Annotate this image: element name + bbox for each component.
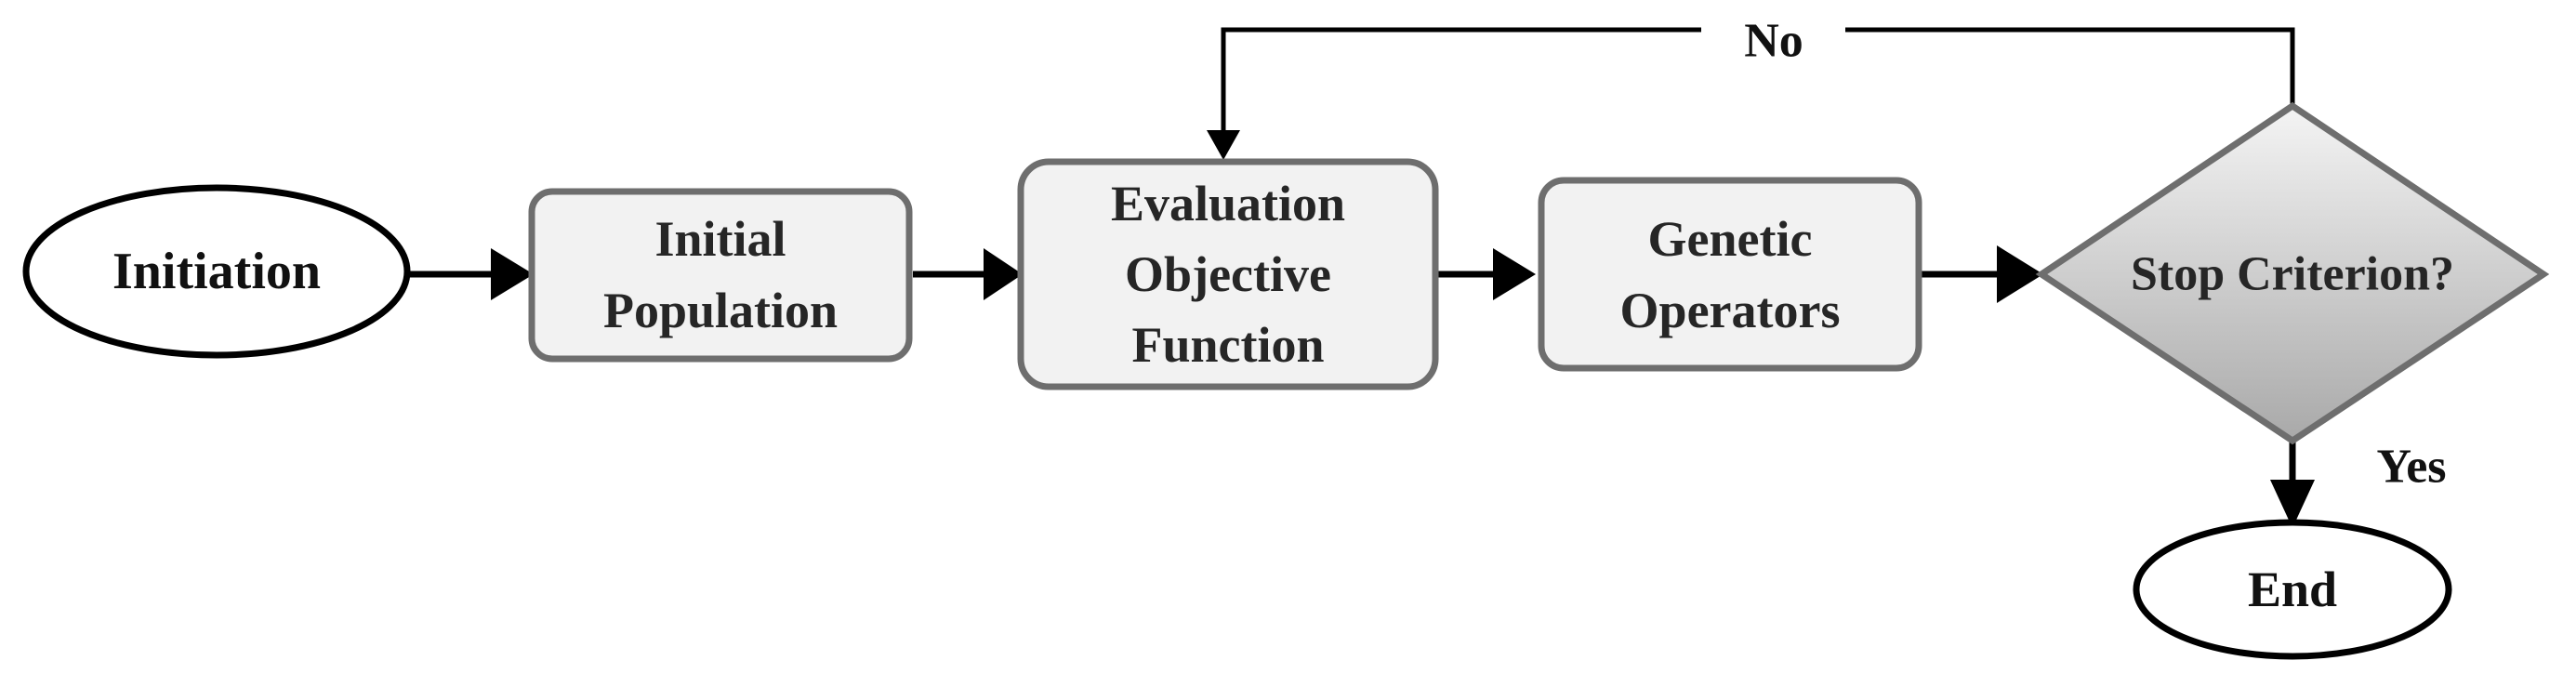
node-initiation: Initiation <box>22 184 411 359</box>
node-genetic-operators: Genetic Operators <box>1538 177 1922 372</box>
genetic-operators-box <box>1538 177 1922 372</box>
evaluation-line-3: Function <box>1131 317 1324 373</box>
arrowhead-operators <box>1493 248 1536 300</box>
evaluation-line-1: Evaluation <box>1111 176 1345 231</box>
arrowhead-evaluation-top <box>1207 130 1240 160</box>
connectors <box>407 27 2296 482</box>
feedback-line-no <box>1845 27 2295 106</box>
edge-label-yes: Yes <box>2376 441 2446 494</box>
end-ellipse <box>2133 519 2452 660</box>
edge-label-no: No <box>1744 15 1803 68</box>
node-initial-population: Initial Population <box>528 188 913 363</box>
initial-population-line-1: Initial <box>654 211 786 267</box>
evaluation-box <box>1017 158 1439 390</box>
arrowhead-evaluation <box>984 248 1023 300</box>
genetic-operators-line-1: Genetic <box>1648 211 1813 267</box>
feedback-line-no-left <box>1221 27 1701 138</box>
node-end: End <box>2133 519 2452 660</box>
arrowhead-population <box>491 248 534 300</box>
end-label: End <box>2248 561 2337 617</box>
node-evaluation: Evaluation Objective Function <box>1017 158 1439 390</box>
initiation-label: Initiation <box>112 243 321 300</box>
genetic-operators-line-2: Operators <box>1620 283 1841 338</box>
initial-population-line-2: Population <box>603 283 838 338</box>
evaluation-line-2: Objective <box>1125 246 1331 302</box>
arrowheads <box>491 130 2315 528</box>
stop-criterion-label: Stop Criterion? <box>2131 248 2454 301</box>
arrowhead-end <box>2270 480 2315 528</box>
initial-population-box <box>528 188 913 363</box>
node-stop-criterion: Stop Criterion? <box>2035 101 2550 445</box>
arrowhead-criterion <box>1997 245 2043 303</box>
stop-criterion-diamond <box>2035 101 2550 445</box>
initiation-ellipse <box>22 184 411 359</box>
